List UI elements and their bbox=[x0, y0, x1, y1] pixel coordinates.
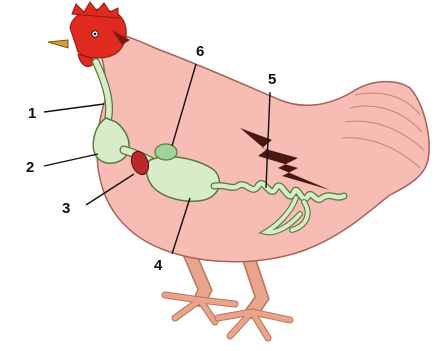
svg-text:2: 2 bbox=[26, 159, 34, 176]
green-gland bbox=[155, 144, 177, 160]
svg-text:6: 6 bbox=[196, 43, 204, 60]
label-1: 1 bbox=[28, 104, 104, 122]
label-2: 2 bbox=[26, 154, 98, 176]
svg-text:4: 4 bbox=[154, 257, 163, 274]
chicken-body bbox=[88, 30, 429, 262]
legs bbox=[165, 255, 290, 338]
svg-text:3: 3 bbox=[62, 200, 70, 217]
svg-text:5: 5 bbox=[268, 71, 276, 88]
svg-text:1: 1 bbox=[28, 105, 36, 122]
